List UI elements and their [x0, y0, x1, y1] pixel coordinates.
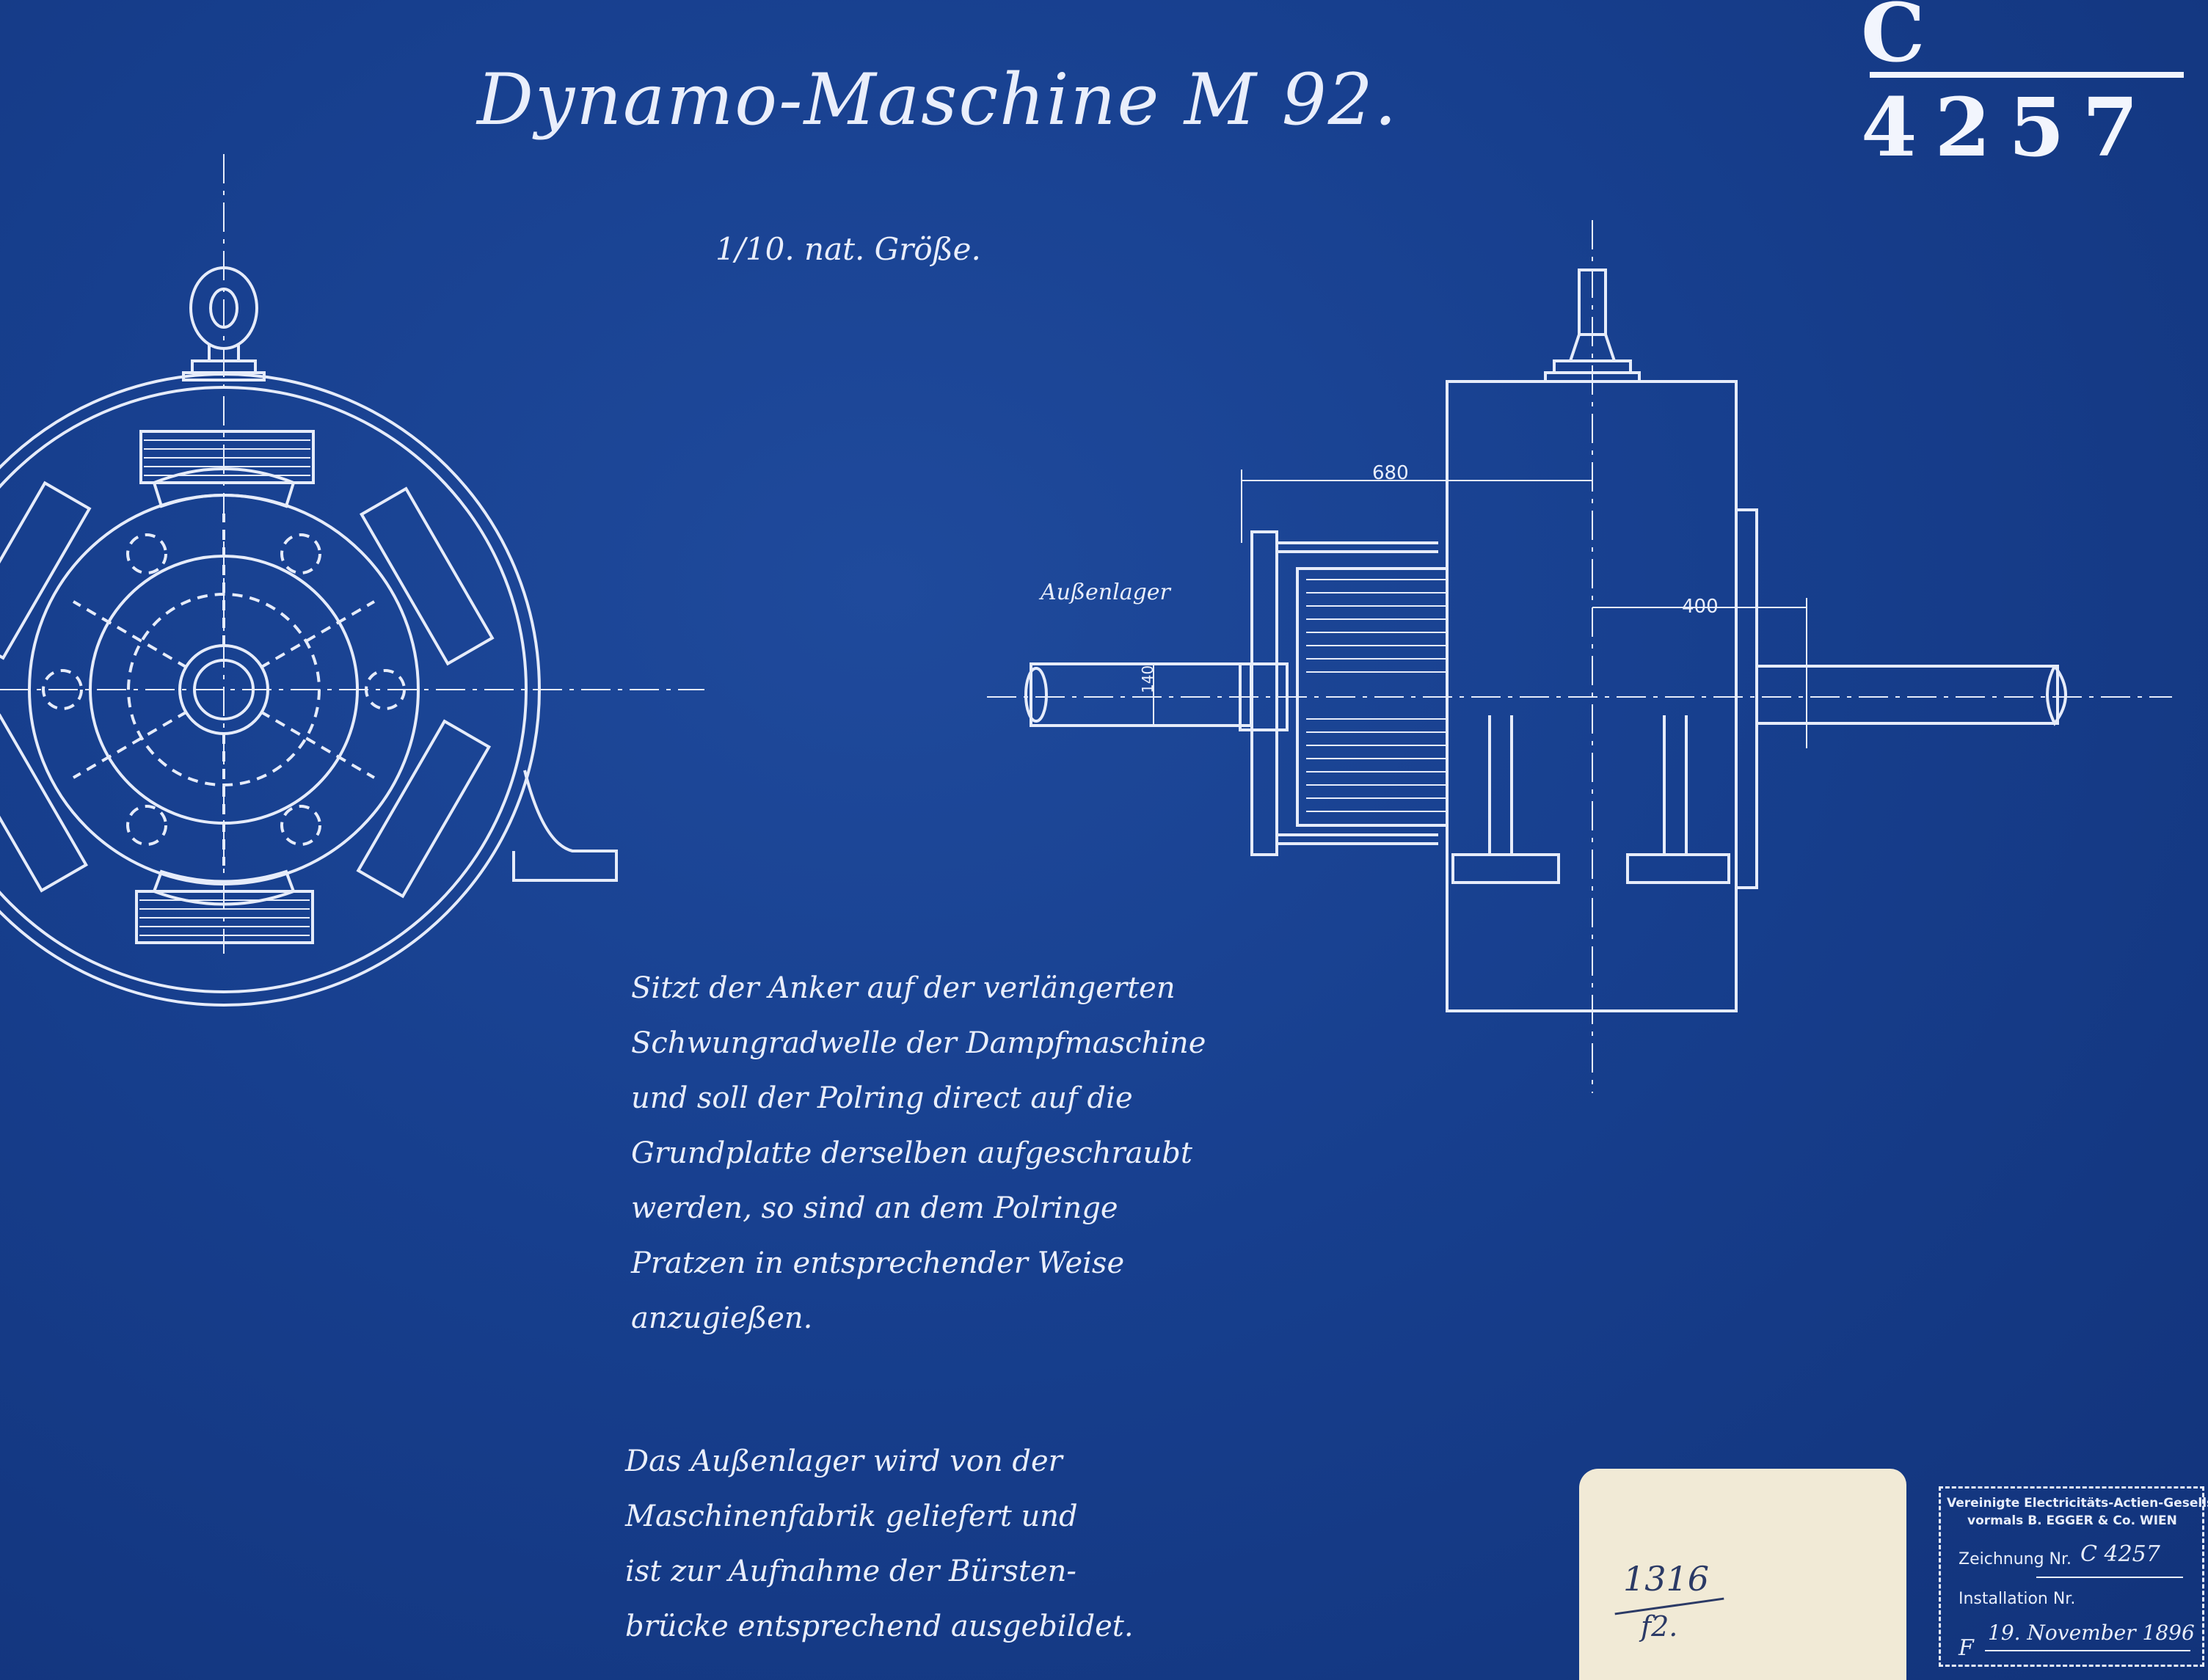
note1-line: werden, so sind an dem Polringe: [631, 1191, 1118, 1225]
stamp-initial: F: [1959, 1635, 1974, 1661]
note2-line: brücke entsprechend ausgebildet.: [625, 1610, 1134, 1643]
stamp-installation-label: Installation Nr.: [1959, 1590, 2076, 1608]
company-stamp: Vereinigte Electricitäts-Actien-Gesellsc…: [1939, 1486, 2208, 1667]
dimension-400: 400: [1682, 596, 1719, 618]
stamp-company-line2: vormals B. EGGER & Co. WIEN: [1967, 1513, 2177, 1528]
note2-line: ist zur Aufnahme der Bürsten-: [625, 1555, 1076, 1588]
note1-line: Schwungradwelle der Dampfmaschine: [631, 1026, 1206, 1060]
paper-slip: [1579, 1469, 1906, 1680]
note2-line: Maschinenfabrik geliefert und: [625, 1500, 1078, 1533]
scale-note: 1/10. nat. Größe.: [715, 231, 981, 267]
stamp-company-line1: Vereinigte Electricitäts-Actien-Gesellsc…: [1947, 1496, 2208, 1511]
note1-line: anzugießen.: [631, 1301, 813, 1335]
stamp-date: 19. November 1896: [1988, 1621, 2195, 1645]
note1-line: Grundplatte derselben aufgeschraubt: [631, 1136, 1192, 1170]
stamp-drawing-value: C 4257: [2080, 1541, 2160, 1567]
outer-bearing-label: Außenlager: [1041, 580, 1170, 605]
drawing-title: Dynamo-Maschine M 92.: [477, 59, 1399, 141]
dimension-140: 140: [1139, 665, 1156, 693]
side-view: [987, 220, 2172, 1093]
document-number: C 4257: [1861, 0, 2157, 175]
note1-line: Pratzen in entsprechender Weise: [631, 1246, 1125, 1280]
stamp-rule: [2036, 1577, 2183, 1578]
note-armature-mounting: Sitzt der Anker auf der verlängerten Sch…: [631, 961, 1206, 1346]
slip-number: 1316: [1623, 1559, 1710, 1599]
slip-subnumber: f2.: [1641, 1610, 1678, 1643]
note1-line: Sitzt der Anker auf der verlängerten: [631, 971, 1176, 1005]
note2-line: Das Außenlager wird von der: [625, 1445, 1063, 1478]
stamp-drawing-label: Zeichnung Nr.: [1959, 1550, 2072, 1568]
note1-line: und soll der Polring direct auf die: [631, 1081, 1133, 1115]
stamp-date-rule: [1985, 1650, 2190, 1651]
front-view: [0, 154, 704, 1007]
dimension-680: 680: [1372, 462, 1409, 484]
document-number-underline: [1870, 72, 2184, 78]
note-outer-bearing: Das Außenlager wird von der Maschinenfab…: [625, 1434, 1134, 1654]
